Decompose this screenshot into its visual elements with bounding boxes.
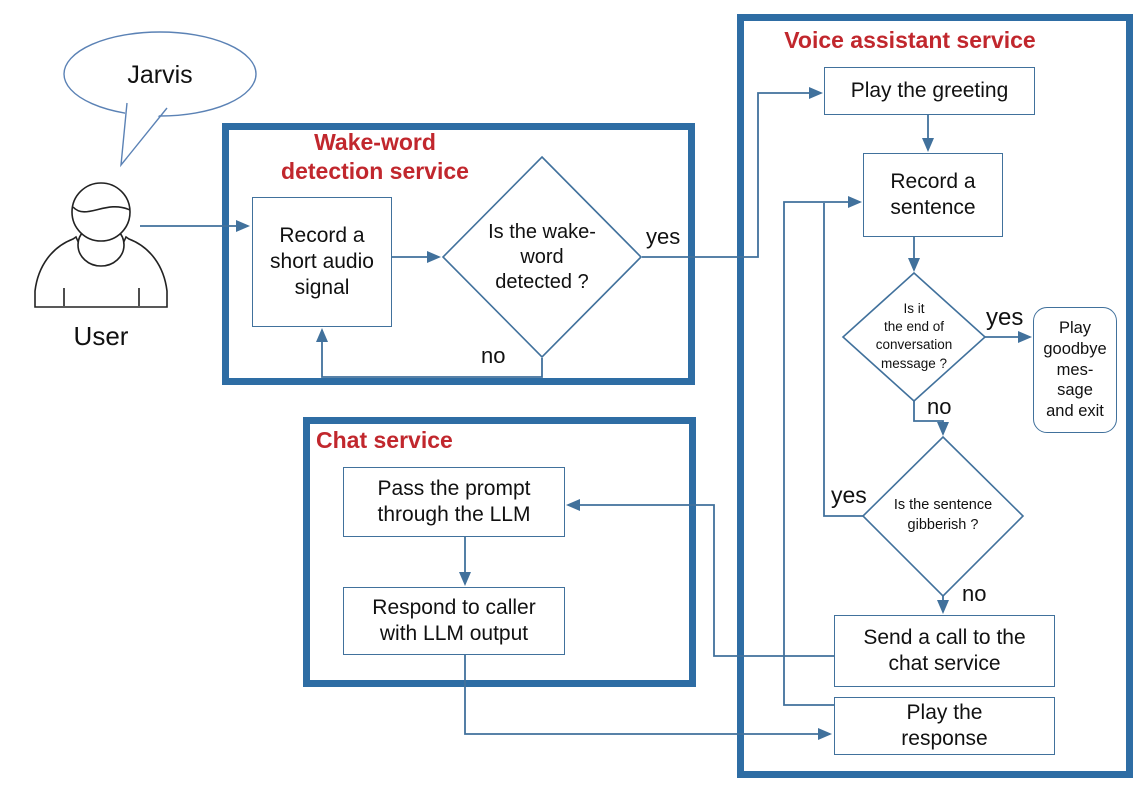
voice-assistant-service-title: Voice assistant service <box>784 27 1036 53</box>
arrow-send-call-to-pass-prompt <box>566 499 834 657</box>
play-response-box: Play the response <box>834 697 1055 755</box>
arrow-respond-to-play-response <box>464 655 832 740</box>
end-diamond-label: Is it the end of conversation message ? <box>875 301 953 371</box>
arrow-play-response-loop-to-record-sentence <box>783 196 862 706</box>
voice-assistant-service-container <box>737 14 1133 778</box>
speech-bubble-text: Jarvis <box>127 61 193 89</box>
user-icon <box>34 182 168 308</box>
play-greeting-box: Play the greeting <box>824 67 1035 115</box>
wake-yes-label: yes <box>646 224 681 249</box>
wake-word-service-container <box>222 123 695 385</box>
pass-prompt-box: Pass the prompt through the LLM <box>343 467 565 537</box>
end-of-conversation-diamond <box>841 271 987 403</box>
gibberish-diamond-label: Is the sentence gibberish ? <box>893 497 993 533</box>
wake-word-detected-diamond <box>441 155 643 359</box>
gibberish-yes-label: yes <box>831 482 867 508</box>
wake-no-label: no <box>481 343 506 368</box>
chat-service-container <box>303 417 696 687</box>
send-call-box: Send a call to the chat service <box>834 615 1055 687</box>
record-short-audio-box: Record a short audio signal <box>252 197 392 327</box>
wake-word-service-title: Wake-word detection service <box>281 129 469 184</box>
gibberish-diamond <box>861 435 1025 598</box>
respond-caller-box: Respond to caller with LLM output <box>343 587 565 655</box>
chat-service-title: Chat service <box>316 427 453 453</box>
end-no-label: no <box>927 394 952 419</box>
arrow-wake-no-loop <box>316 328 543 378</box>
wake-word-diamond-label: Is the wake- word detected ? <box>488 221 596 293</box>
end-yes-label: yes <box>986 304 1024 331</box>
arrow-end-no-to-gibberish-diamond <box>913 400 949 436</box>
arrow-wake-yes-to-greeting <box>642 87 823 258</box>
user-label: User <box>73 321 129 351</box>
gibberish-no-label: no <box>962 581 987 606</box>
line-gibberish-yes-loop <box>823 203 864 517</box>
play-goodbye-box: Play goodbye mes- sage and exit <box>1033 307 1117 433</box>
speech-bubble <box>63 31 257 168</box>
record-sentence-box: Record a sentence <box>863 153 1003 237</box>
